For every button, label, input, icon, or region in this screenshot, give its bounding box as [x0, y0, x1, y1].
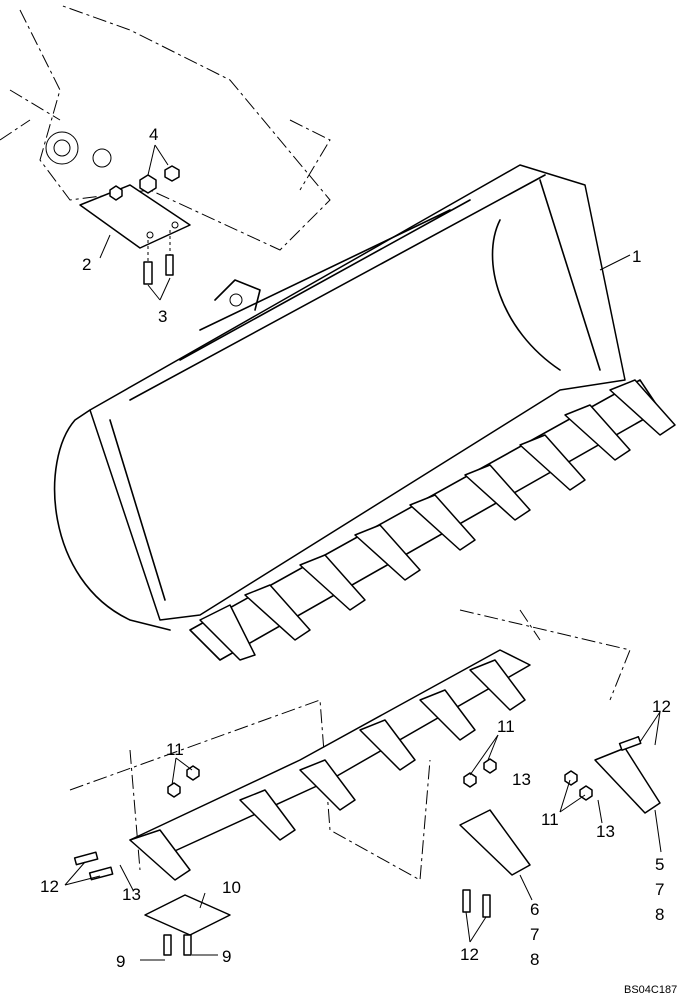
callout-9-left: 9 — [116, 952, 125, 971]
callout-11-left: 11 — [166, 740, 184, 759]
figure-code: BS04C187 — [624, 984, 677, 996]
loader-arm-outline — [0, 4, 331, 251]
callout-5: 5 — [655, 855, 664, 874]
exploded-edge — [69, 609, 631, 881]
tooth-adapter-right — [594, 736, 661, 814]
callout-11-center: 11 — [497, 717, 515, 736]
callout-6: 6 — [530, 900, 539, 919]
callout-10: 10 — [222, 878, 241, 897]
callout-12-center: 12 — [460, 945, 479, 964]
callout-7-center: 7 — [530, 925, 539, 944]
callout-8-right: 8 — [655, 905, 664, 924]
callout-7-right: 7 — [655, 880, 664, 899]
callout-13-right: 13 — [596, 822, 615, 841]
callout-9-right: 9 — [222, 947, 231, 966]
callout-13-center: 13 — [512, 770, 531, 789]
wear-plate — [144, 894, 231, 956]
callout-2: 2 — [82, 255, 91, 274]
mounting-plate — [79, 184, 191, 249]
callout-3: 3 — [158, 307, 167, 326]
callout-12-right: 12 — [652, 697, 671, 716]
plate-nuts — [109, 165, 180, 201]
callout-13-left: 13 — [122, 885, 141, 904]
loose-hardware — [73, 758, 593, 881]
bucket — [53, 164, 661, 661]
bucket-teeth — [199, 379, 676, 661]
callout-11-right: 11 — [541, 810, 559, 829]
callout-4: 4 — [149, 125, 158, 144]
leader-lines — [64, 144, 662, 961]
callout-1: 1 — [632, 247, 641, 266]
callout-8-center: 8 — [530, 950, 539, 969]
tooth-adapter-center — [459, 809, 531, 918]
plate-bolts — [143, 230, 174, 285]
callout-12-left: 12 — [40, 877, 59, 896]
